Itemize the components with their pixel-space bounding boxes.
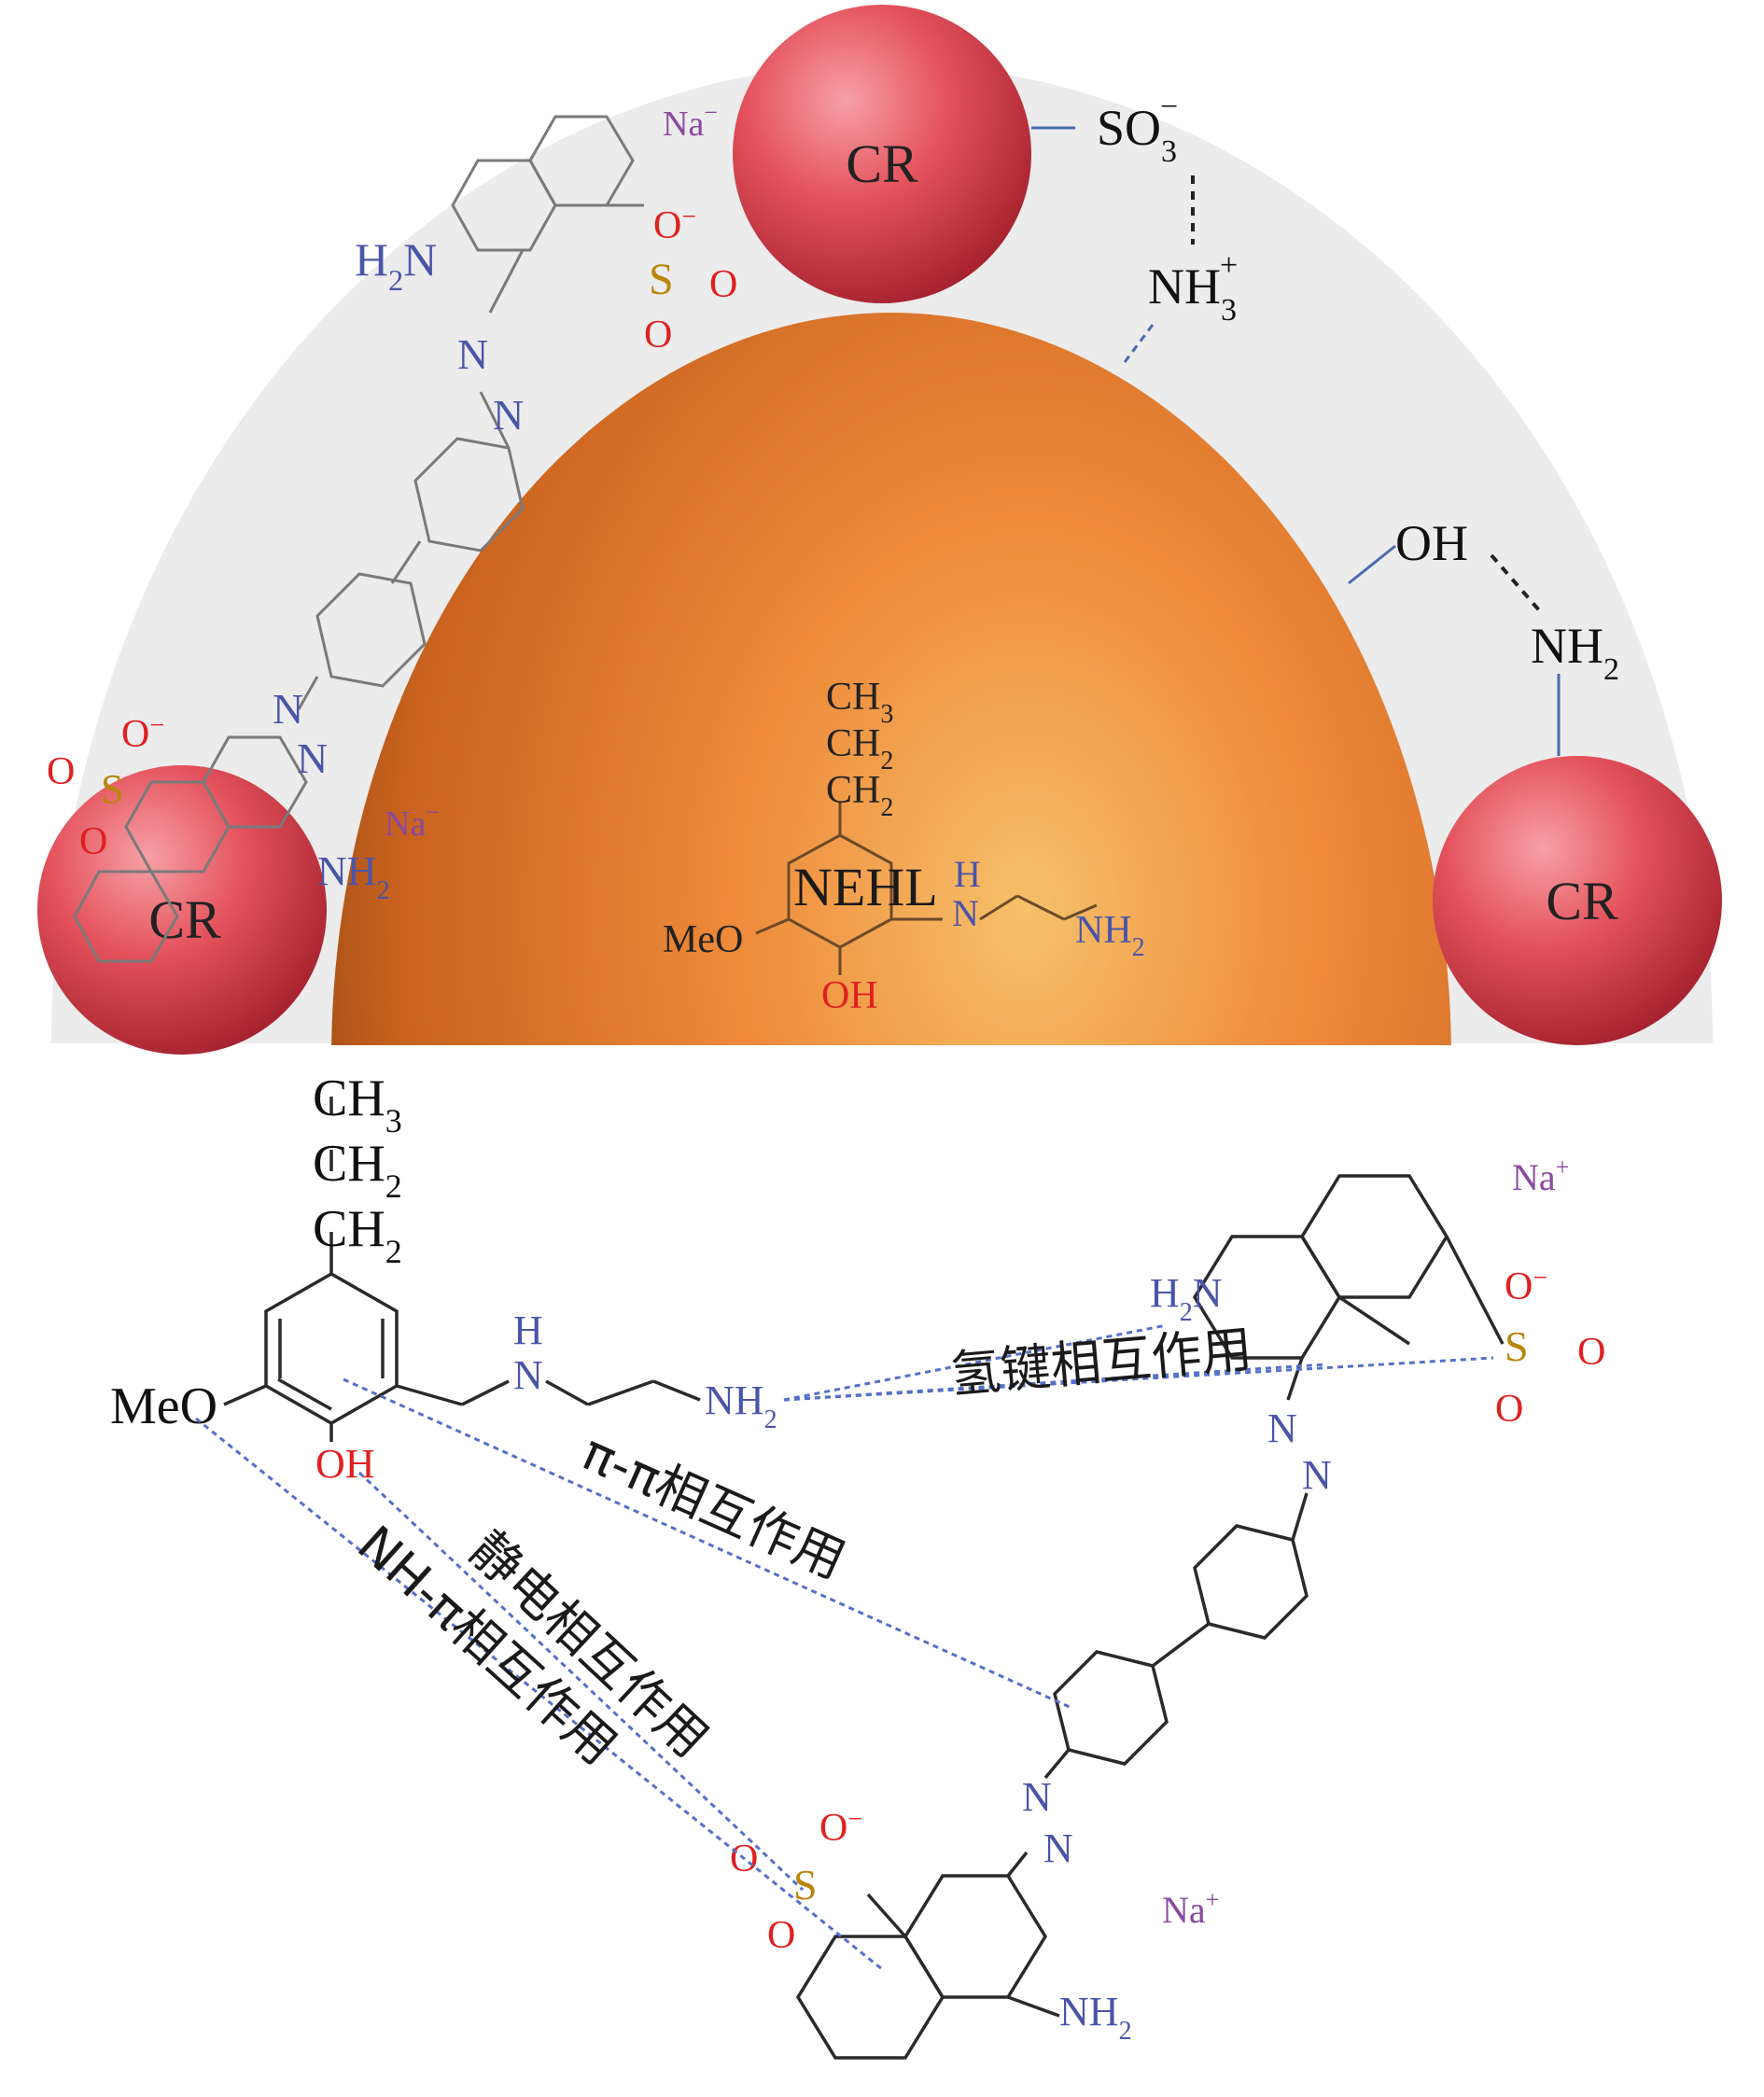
n-label-core: N bbox=[952, 892, 979, 934]
h-label-core: H bbox=[954, 853, 981, 895]
meo-label-bottom: MeO bbox=[110, 1377, 217, 1435]
cr-label-top: CR bbox=[846, 133, 918, 194]
nehl-molecule-top bbox=[755, 803, 1098, 975]
azo-n2-top: N bbox=[493, 391, 524, 439]
o-label-lower-below: O bbox=[767, 1914, 795, 1957]
nh-pi-line bbox=[195, 1417, 883, 1971]
oh-label-core: OH bbox=[821, 974, 878, 1017]
o-label-top-below: O bbox=[644, 314, 672, 356]
ch2-label-core-2: CH2 bbox=[826, 769, 893, 822]
o-label-left-below: O bbox=[79, 820, 107, 863]
congo-red-molecule-bottom bbox=[795, 1174, 1505, 2060]
cr-sphere-top bbox=[733, 5, 1031, 303]
cr-label-right: CR bbox=[1546, 871, 1618, 931]
azo-n2-bottom-lower: N bbox=[1043, 1825, 1073, 1871]
o-minus-label-top: O− bbox=[653, 203, 696, 247]
o-label-upper-right: O bbox=[1577, 1331, 1605, 1374]
meo-label-core: MeO bbox=[663, 918, 743, 961]
h2n-label-top: H2N bbox=[355, 233, 437, 297]
core-oh-bond bbox=[1348, 544, 1396, 585]
so3-minus-label: SO3− bbox=[1097, 90, 1178, 169]
azo-n2-left: N bbox=[297, 734, 328, 782]
top-panel: CR CR CR Na− SO3− NH3+ OH NH2 bbox=[37, 5, 1722, 1055]
pi-pi-label: π-π相互作用 bbox=[574, 1422, 854, 1590]
azo-n2-bottom-upper: N bbox=[1302, 1452, 1332, 1498]
ch3-label-core: CH3 bbox=[826, 676, 893, 729]
hydrogen-bond-label: 氢键相互作用 bbox=[948, 1320, 1254, 1405]
azo-n1-top: N bbox=[457, 330, 488, 378]
pi-pi-line bbox=[343, 1377, 1072, 1710]
azo-n1-left: N bbox=[273, 685, 303, 733]
oh-label-bottom: OH bbox=[315, 1441, 375, 1487]
ch2-label-core-1: CH2 bbox=[826, 722, 893, 776]
ch2-label-bottom-1: CH2 bbox=[313, 1135, 402, 1205]
cr-sphere-right bbox=[1433, 756, 1722, 1045]
nehl-molecule-bottom bbox=[223, 1097, 701, 1442]
cr-label-left: CR bbox=[148, 889, 221, 950]
o-minus-label-upper: O− bbox=[1505, 1264, 1547, 1308]
nehl-core-label: NEHL bbox=[793, 857, 938, 917]
o-minus-label-lower: O− bbox=[819, 1805, 862, 1850]
na-minus-label-top: Na− bbox=[663, 99, 718, 144]
nh3-plus-label: NH3+ bbox=[1148, 248, 1238, 328]
s-label-left: S bbox=[101, 766, 123, 812]
nh2-label-lower: NH2 bbox=[1059, 1989, 1132, 2046]
na-plus-label-lower: Na+ bbox=[1162, 1886, 1219, 1931]
hbond-line-2 bbox=[783, 1363, 1326, 1402]
nh2-label-top-right: NH2 bbox=[1531, 618, 1619, 687]
cr-sphere-left bbox=[37, 765, 327, 1055]
nh2-label-bottom: NH2 bbox=[705, 1377, 777, 1434]
electrostatic-line bbox=[357, 1471, 805, 1892]
o-label-upper-below: O bbox=[1495, 1388, 1523, 1431]
bottom-panel: CH3 CH2 CH2 MeO OH H N NH2 bbox=[110, 1069, 1605, 2060]
hbond-line-1 bbox=[783, 1323, 1168, 1402]
ch3-label-bottom: CH3 bbox=[313, 1069, 402, 1139]
s-label-top: S bbox=[649, 255, 674, 304]
nehl-core-sphere bbox=[331, 313, 1451, 1045]
azo-n1-bottom-lower: N bbox=[1022, 1774, 1052, 1820]
congo-red-molecule-top bbox=[73, 115, 644, 963]
o-minus-label-left: O− bbox=[121, 711, 164, 756]
oh-label-top: OH bbox=[1395, 515, 1468, 571]
h2n-label-bottom: H2N bbox=[1150, 1270, 1223, 1327]
na-plus-label-upper: Na+ bbox=[1512, 1153, 1569, 1198]
nh2-label-core: NH2 bbox=[1075, 909, 1145, 962]
nh2-label-left: NH2 bbox=[317, 848, 390, 905]
na-minus-label-left: Na− bbox=[385, 799, 440, 844]
n-label-bottom: N bbox=[513, 1352, 543, 1398]
h-label-bottom: H bbox=[513, 1307, 543, 1353]
s-label-upper: S bbox=[1505, 1322, 1529, 1370]
oh-nh2-dashed bbox=[1490, 553, 1542, 613]
ch2-label-bottom-2: CH2 bbox=[313, 1200, 402, 1270]
hbond-line-3 bbox=[783, 1356, 1494, 1402]
interaction-lines bbox=[195, 1323, 1494, 1971]
o-label-top-right: O bbox=[709, 263, 737, 306]
azo-n1-bottom-upper: N bbox=[1267, 1405, 1297, 1451]
o-label-left: O bbox=[47, 750, 75, 793]
